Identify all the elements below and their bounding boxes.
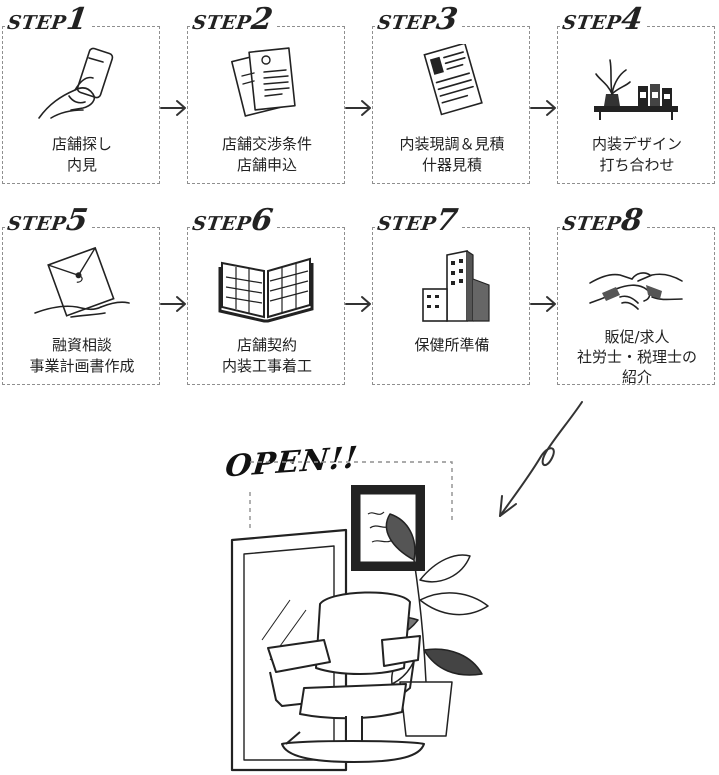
documents-icon [231, 47, 296, 117]
estimate-sheet-icon [423, 44, 483, 116]
step-caption: 販促/求人 社労士・税理士の 紹介 [576, 328, 697, 386]
buildings-icon [422, 250, 490, 322]
step-8: STEP8 販促/求人 社労士・税理士の 紹介 [557, 203, 717, 387]
arrow-right-icon [345, 296, 371, 312]
step-box [557, 227, 715, 385]
step-caption: 内装現調＆見積 什器見積 [399, 135, 505, 174]
handshake-icon [589, 272, 683, 310]
arrow-right-icon [530, 296, 556, 312]
step-box [557, 26, 715, 184]
arrow-right-icon [530, 100, 556, 116]
shelf-plants-icon [594, 59, 678, 120]
open-book-icon [218, 257, 314, 323]
arrow-right-icon [345, 100, 371, 116]
step-1: STEP1 店舗探し 内見 [2, 2, 162, 186]
step-7: STEP7 保健所準備 [372, 203, 532, 387]
phone-in-hand-icon [38, 47, 114, 119]
envelope-in-hand-icon [34, 246, 130, 318]
arrow-right-icon [160, 100, 186, 116]
arrow-right-icon [160, 296, 186, 312]
step-2: STEP2 店舗交渉条件 店舗申込 [187, 2, 347, 186]
step-caption: 店舗探し 内見 [51, 135, 112, 174]
step-caption: 内装デザイン 打ち合わせ [591, 135, 682, 174]
step-4: STEP4 内装デザイン 打ち合わせ [557, 2, 717, 186]
step-box [2, 26, 160, 184]
step-5: STEP5 融資相談 事業計画書作成 [2, 203, 162, 387]
step-6: STEP6 店舗契約 内装工事着工 [187, 203, 347, 387]
step-3: STEP3 内装現調＆見積 什器見積 [372, 2, 532, 186]
step-caption: 店舗契約 内装工事着工 [221, 336, 312, 375]
step-caption: 保健所準備 [414, 336, 490, 354]
step-caption: 融資相談 事業計画書作成 [29, 336, 135, 375]
step-caption: 店舗交渉条件 店舗申込 [221, 135, 312, 174]
